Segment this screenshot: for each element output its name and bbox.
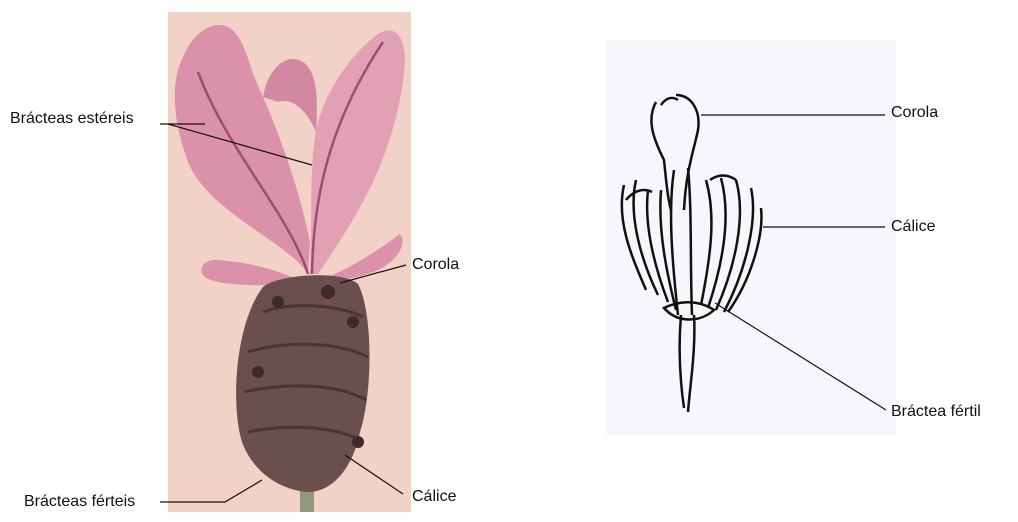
leader-calice-left	[345, 455, 403, 494]
label-bractea-fertil: Bráctea fértil	[891, 403, 981, 421]
label-corola-right: Corola	[891, 104, 938, 122]
label-calice-right: Cálice	[891, 218, 935, 236]
leader-bracteas-ferteis	[160, 480, 262, 502]
label-calice-left: Cálice	[412, 488, 456, 506]
leader-corola-left	[340, 265, 406, 283]
label-bracteas-ferteis: Brácteas férteis	[24, 493, 135, 511]
leader-bracteas-estereis-b	[168, 124, 312, 165]
label-bracteas-estereis: Brácteas estéreis	[10, 110, 134, 128]
leader-bractea-fertil	[715, 303, 886, 410]
label-corola-left: Corola	[412, 256, 459, 274]
